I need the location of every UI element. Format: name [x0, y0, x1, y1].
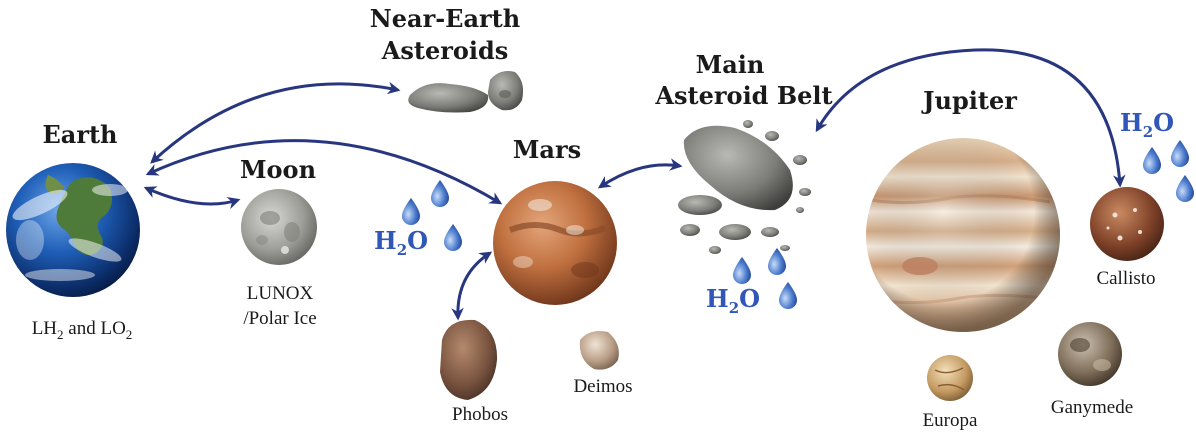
europa-caption: Europa [922, 410, 978, 431]
water-label-sub: 2 [728, 298, 740, 317]
phobos-moon [440, 319, 498, 400]
water-label-belt: H2O [706, 284, 760, 317]
water-label-mars: H2O [374, 226, 428, 259]
mars-title: Mars [512, 135, 582, 164]
arrow-mars-phobos [451, 251, 493, 321]
near-earth-asteroids-image [408, 71, 524, 113]
water-label-sub: 2 [1142, 122, 1154, 141]
deimos-caption: Deimos [573, 376, 633, 397]
main-belt-title-line2: Asteroid Belt [655, 81, 833, 110]
arrow-earth-mars [145, 139, 503, 205]
moon-title: Moon [239, 155, 317, 184]
water-label-o: O [407, 226, 429, 255]
phobos-caption: Phobos [452, 404, 508, 425]
europa-moon [927, 355, 973, 401]
water-drops-belt [733, 248, 797, 309]
earth-caption-sub2: 2 [125, 326, 133, 342]
water-label-jupiter: H2O [1120, 108, 1174, 141]
water-drops-jupiter [1143, 140, 1194, 202]
water-label-o: O [739, 284, 761, 313]
earth-title: Earth [42, 120, 118, 149]
near-earth-title-line2: Asteroids [381, 36, 509, 65]
ganymede-caption: Ganymede [1050, 397, 1134, 418]
arrow-jupiter-belt [815, 48, 1126, 188]
water-label-sub: 2 [396, 240, 408, 259]
water-label-h: H [1120, 108, 1143, 137]
water-label-h: H [374, 226, 397, 255]
deimos-moon [579, 331, 619, 370]
arrow-mars-belt [597, 158, 683, 189]
water-drops-mars [402, 180, 462, 251]
earth-caption-lh: LH [31, 318, 58, 339]
callisto-moon [1090, 187, 1164, 261]
water-label-o: O [1153, 108, 1175, 137]
earth-caption: LH2 and LO2 [32, 318, 133, 346]
ganymede-moon [1058, 322, 1122, 386]
jupiter-planet [866, 138, 1060, 332]
arrow-earth-neo [150, 81, 401, 164]
jupiter-title: Jupiter [923, 86, 1017, 115]
moon-body [241, 189, 317, 265]
near-earth-title-line1: Near-Earth [369, 4, 521, 33]
asteroid-belt-image [678, 120, 811, 254]
moon-caption-line2: /Polar Ice [243, 308, 317, 329]
earth-planet [6, 163, 140, 297]
water-label-h: H [706, 284, 729, 313]
main-belt-title-line1: Main [695, 50, 765, 79]
earth-caption-sub1: 2 [57, 326, 64, 342]
mars-planet [493, 181, 617, 305]
earth-caption-mid: and LO [63, 318, 126, 339]
arrow-earth-moon [143, 186, 241, 210]
callisto-caption: Callisto [1096, 268, 1156, 289]
moon-caption-line1: LUNOX [246, 283, 314, 304]
